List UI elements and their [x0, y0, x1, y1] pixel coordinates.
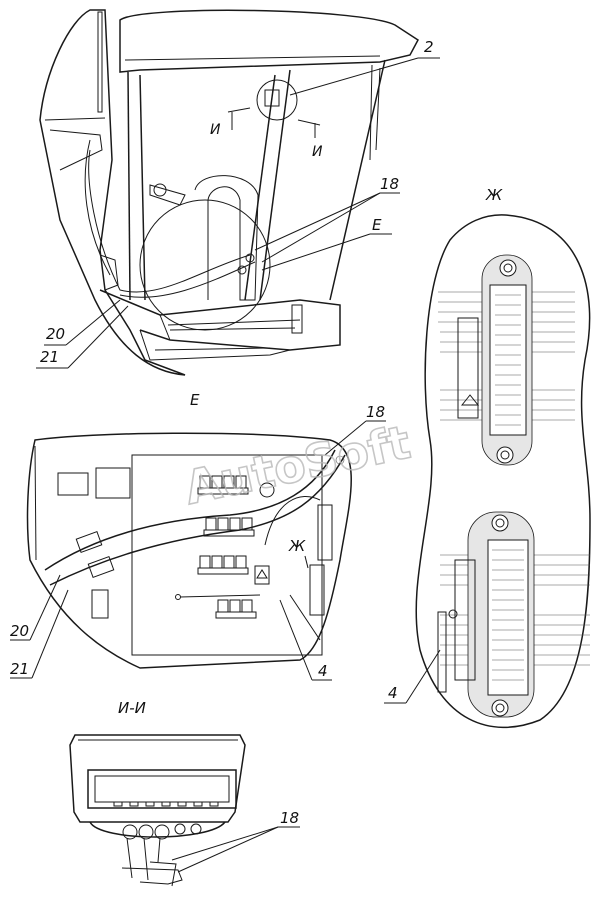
callout-18-top: 18 [380, 175, 399, 193]
section-ii-title: И-И [118, 699, 146, 717]
callout-2: 2 [424, 38, 434, 56]
top-leaders: 2 18 Е 20 21 [36, 38, 440, 369]
view-e-title: Е [190, 391, 200, 409]
section-mark-right: И [312, 144, 323, 160]
connector-lower [437, 511, 535, 718]
callout-4-right: 4 [388, 684, 398, 702]
view-zh-title: Ж [485, 186, 503, 204]
view-e-leaders: 18 Ж 20 21 4 [10, 403, 386, 681]
connector-upper [457, 254, 533, 466]
section-ii-leaders: 18 [171, 809, 300, 873]
callout-20-top: 20 [46, 325, 65, 343]
relay-block-middle [197, 555, 249, 575]
relay-block-top [197, 475, 249, 495]
callout-4-mid: 4 [318, 662, 328, 680]
display-unit [69, 734, 246, 887]
view-zh-panel [415, 214, 591, 728]
callout-20-mid: 20 [10, 622, 29, 640]
callout-18-mid: 18 [366, 403, 385, 421]
watermark-text: AutoSoft [180, 415, 415, 515]
display-indicators [113, 801, 219, 807]
view-e-panel [26, 432, 352, 669]
cab-view: И И [39, 9, 419, 376]
section-mark-left: И [210, 122, 221, 138]
callout-21-top: 21 [40, 348, 59, 366]
label-zh-mid: Ж [288, 537, 306, 555]
callout-18-bottom: 18 [280, 809, 299, 827]
label-e-top: Е [372, 216, 382, 234]
relay-block-upper [203, 517, 255, 537]
relay-block-lower [215, 599, 257, 619]
callout-21-mid: 21 [10, 660, 29, 678]
view-zh-leaders: 4 [384, 649, 441, 704]
